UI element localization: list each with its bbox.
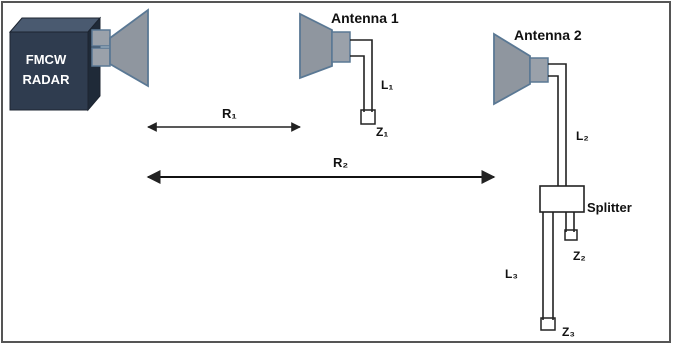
distance-r1: R₁ [147,106,301,132]
antenna-2: Antenna 2 L₂ [493,27,589,186]
radar-feed-upper [91,29,111,47]
cable-l1 [350,39,373,112]
cable-l1-label: L₁ [381,78,393,92]
cable-l3-label: L₃ [505,267,518,281]
load-z1-label: Z₁ [376,125,388,139]
splitter: Splitter Z₂ L₃ Z₃ [505,185,632,339]
splitter-label: Splitter [587,200,632,215]
radar-feed-lower [91,47,111,67]
radar-label-line1: FMCW [26,52,67,67]
diagram-frame [1,1,671,343]
fmcw-radar: FMCW RADAR [8,8,149,112]
distance-r2: R₂ [146,155,496,184]
antenna-2-label: Antenna 2 [514,27,582,43]
antenna-1: Antenna 1 L₁ Z₁ [299,10,399,139]
distance-r1-label: R₁ [222,106,237,121]
load-z2-label: Z₂ [573,249,586,263]
cable-l2 [548,63,567,186]
cable-l2-label: L₂ [576,129,589,143]
antenna-1-horn [299,12,333,80]
load-z3 [540,317,556,331]
cable-z2-branch [565,212,575,232]
cable-l3 [542,212,554,320]
radar-box-top [8,17,102,33]
distance-r2-label: R₂ [333,155,348,170]
antenna-2-horn [493,32,531,106]
antenna-2-feed [529,57,549,83]
radar-label-line2: RADAR [23,72,71,87]
splitter-box [539,185,585,213]
antenna-1-feed [331,31,351,63]
load-z3-label: Z₃ [562,325,575,339]
antenna-1-label: Antenna 1 [331,10,399,26]
load-z2 [564,229,578,241]
radar-horn [109,8,149,88]
load-z1 [360,109,376,125]
radar-box-front [9,31,89,111]
